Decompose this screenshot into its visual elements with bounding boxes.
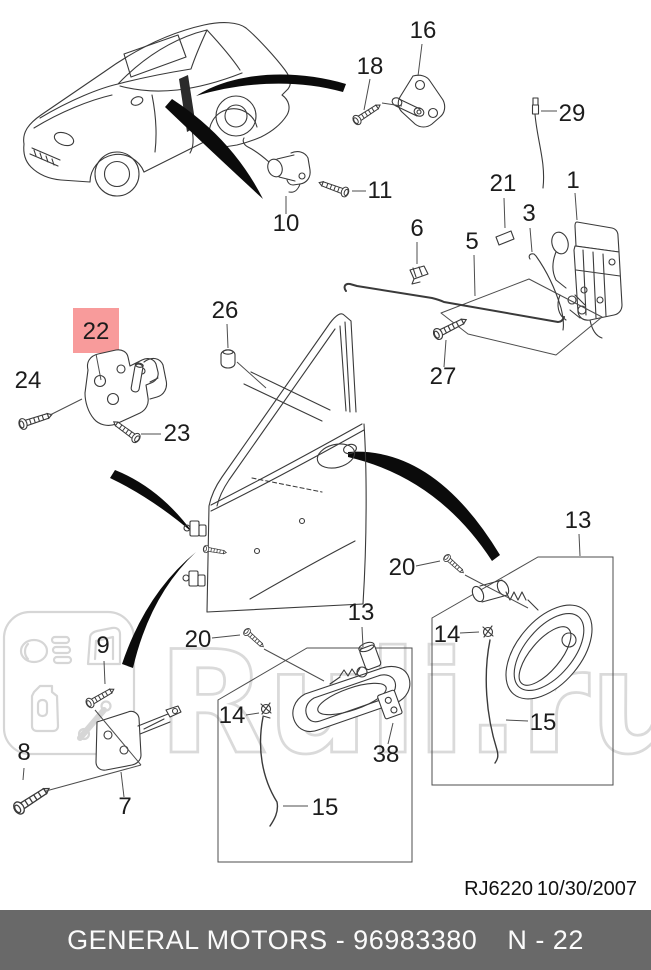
part-5-rod <box>343 282 565 323</box>
part-15-rod-middle <box>259 716 279 827</box>
door-illustration <box>182 313 367 613</box>
footer-brand-part: GENERAL MOTORS - 96983380 <box>67 924 478 955</box>
reference-date: 10/30/2007 <box>537 878 637 900</box>
part-label-13-middle: 13 <box>348 599 375 626</box>
part-label-21: 21 <box>490 170 517 197</box>
arrow-from-hinge-parts <box>110 470 193 533</box>
part-23-bolt <box>110 417 143 445</box>
part-label-18: 18 <box>357 53 384 80</box>
part-label-14-right: 14 <box>434 621 461 648</box>
part-label-6: 6 <box>410 215 423 242</box>
part-label-16: 16 <box>410 17 437 44</box>
part-10-lock-cylinder <box>242 137 311 193</box>
part-label-15-right: 15 <box>530 709 557 736</box>
watermark-text: Ruli.ru <box>158 621 651 786</box>
part-14-grommet-right <box>482 625 494 638</box>
part-label-8: 8 <box>17 739 30 766</box>
part-18-screw <box>350 100 384 127</box>
part-label-38: 38 <box>373 741 400 768</box>
arrow-to-check-strap <box>122 552 196 668</box>
part-29-rod <box>531 97 545 189</box>
parts-diagram: Ruli.ru <box>2 17 651 900</box>
part-label-5: 5 <box>465 228 478 255</box>
part-label-3: 3 <box>522 200 535 227</box>
part-24-bolt <box>16 408 55 432</box>
footer-bar: GENERAL MOTORS - 96983380 N - 22 <box>0 910 651 970</box>
part-14-grommet-middle <box>260 702 272 719</box>
part-label-1: 1 <box>566 167 579 194</box>
part-1-lock-assembly <box>440 221 623 356</box>
door-hinge-bolt <box>202 544 228 557</box>
arrow-to-handle-box <box>348 451 500 561</box>
part-label-22-highlighted: 22 <box>83 318 110 345</box>
part-label-14-middle: 14 <box>219 702 246 729</box>
part-label-23: 23 <box>164 420 191 447</box>
part-13-handle-right <box>471 579 593 700</box>
part-21-pad <box>495 230 515 246</box>
highlight-box-22 <box>73 308 119 353</box>
part-label-27: 27 <box>430 363 457 390</box>
part-label-9: 9 <box>96 632 109 659</box>
watermark-logo <box>2 610 136 756</box>
part-label-26: 26 <box>212 297 239 324</box>
car-illustration <box>23 22 291 197</box>
part-label-29: 29 <box>559 100 586 127</box>
arrow-to-upper-parts <box>196 74 346 96</box>
part-label-13-right: 13 <box>565 507 592 534</box>
pointer-arrows <box>110 74 500 668</box>
part-8-bolt <box>10 782 54 817</box>
part-label-11: 11 <box>368 177 393 204</box>
part-label-15-middle: 15 <box>312 794 339 821</box>
handle-box-right <box>431 556 614 786</box>
part-26-bumper <box>220 349 236 369</box>
reference-code: RJ6220 <box>464 878 533 900</box>
part-label-20-right: 20 <box>389 554 416 581</box>
part-38-end-cap <box>377 689 403 720</box>
part-20-screw-right <box>441 552 467 577</box>
part-label-24: 24 <box>15 367 42 394</box>
leader-lines <box>22 43 581 807</box>
part-11-screw <box>316 177 351 199</box>
part-6-clip <box>409 265 429 285</box>
footer-page-number: N - 22 <box>507 924 584 955</box>
handle-box-middle <box>217 647 413 863</box>
part-15-rod-right <box>485 639 499 764</box>
part-27-bolt <box>431 313 470 342</box>
part-13-handle-middle <box>292 641 411 733</box>
part-label-7: 7 <box>118 793 131 820</box>
part-7-check-strap <box>95 705 182 771</box>
part-16-striker-bracket <box>391 74 446 128</box>
arrow-to-lock-cylinder <box>165 99 263 199</box>
part-label-20-middle: 20 <box>185 626 212 653</box>
part-label-10: 10 <box>273 210 300 237</box>
